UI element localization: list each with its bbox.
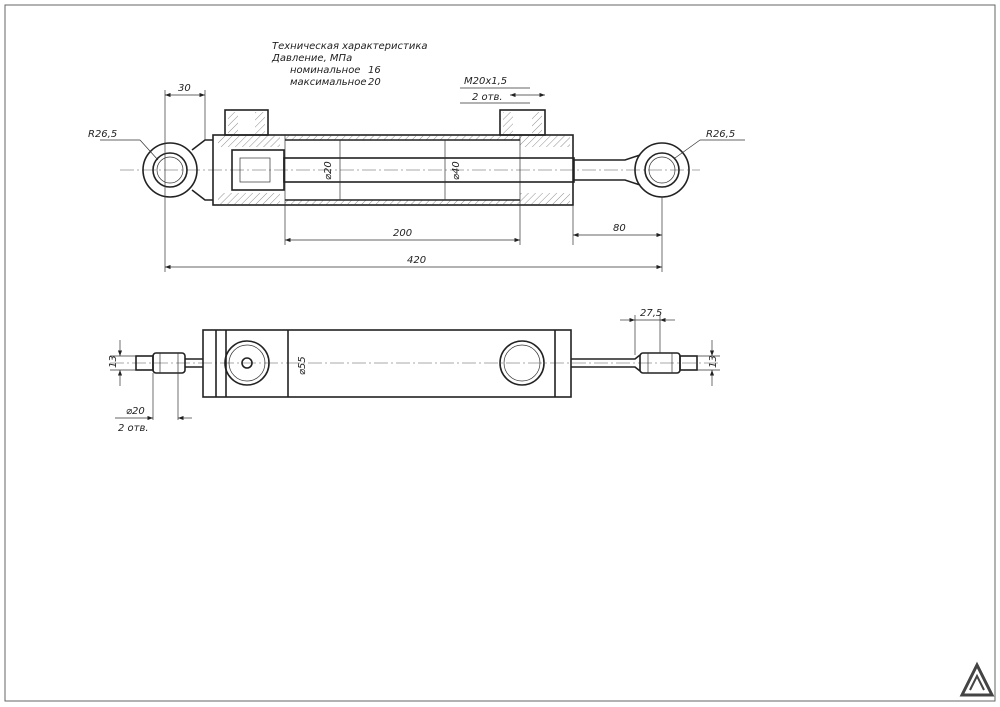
thread-label: M20x1,5 xyxy=(464,76,507,87)
body-diameter: ⌀55 xyxy=(297,356,308,375)
bore-diameter: ⌀40 xyxy=(451,161,462,180)
dim-420: 420 xyxy=(407,255,426,266)
pin-count: 2 отв. xyxy=(118,423,149,434)
dim-200: 200 xyxy=(393,228,412,239)
dim-30: 30 xyxy=(178,83,191,94)
spec-title: Техническая характеристика xyxy=(272,41,428,52)
thread-count: 2 отв. xyxy=(472,92,503,103)
radius-right: R26,5 xyxy=(706,129,735,140)
radius-left: R26,5 xyxy=(88,129,117,140)
dim-13-right: 13 xyxy=(708,355,719,368)
pin-diameter: ⌀20 xyxy=(126,406,145,417)
side-view: ⌀55 13 13 27,5 ⌀20 2 отв. xyxy=(108,308,720,434)
dim-80: 80 xyxy=(613,223,626,234)
spec-nominal-value: 16 xyxy=(368,65,381,76)
spec-max-label: максимальное xyxy=(290,77,366,88)
top-view: 30 R26,5 R26,5 M20x1,5 2 отв. ⌀20 ⌀40 20… xyxy=(88,76,745,272)
dim-27-5: 27,5 xyxy=(640,308,662,319)
spec-nominal-label: номинальное xyxy=(290,65,360,76)
sheet-frame xyxy=(4,4,996,702)
rod-diameter: ⌀20 xyxy=(323,161,334,180)
spec-pressure: Давление, МПа xyxy=(271,53,352,64)
spec-block: Техническая характеристика Давление, МПа… xyxy=(271,41,428,88)
watermark-logo xyxy=(959,661,995,697)
dim-13-left: 13 xyxy=(108,355,119,368)
spec-max-value: 20 xyxy=(368,77,381,88)
